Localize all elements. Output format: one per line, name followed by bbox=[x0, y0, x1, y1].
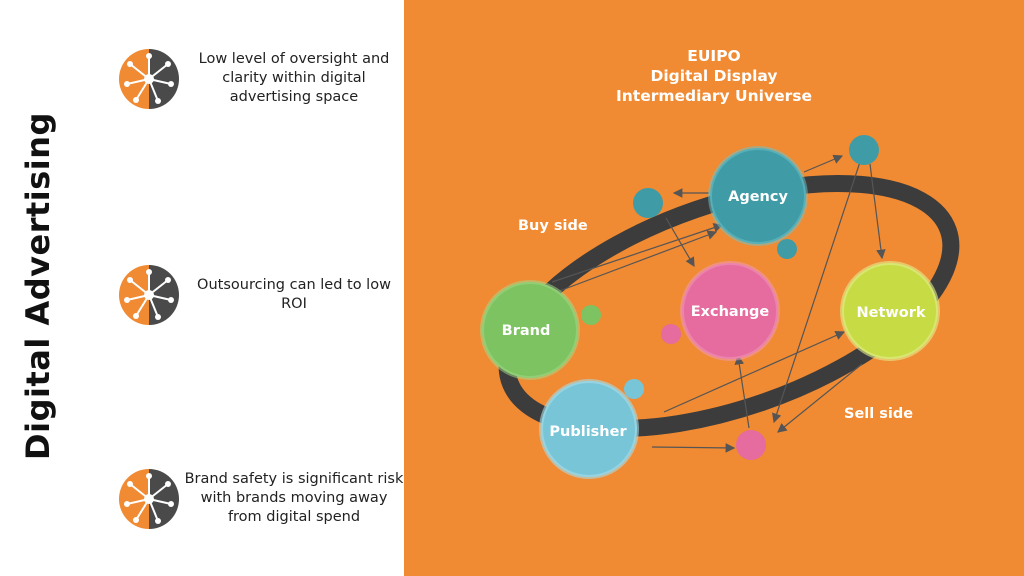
network-node bbox=[840, 261, 940, 361]
diagram-panel: EUIPO Digital Display Intermediary Unive… bbox=[404, 0, 1024, 576]
connector-line bbox=[803, 154, 844, 173]
agency-satellite-node bbox=[633, 188, 663, 218]
brand-satellite-node bbox=[581, 305, 601, 325]
sell-side-label: Sell side bbox=[844, 406, 914, 422]
network-circle-icon bbox=[119, 469, 179, 529]
connector-line bbox=[777, 363, 863, 433]
point-text: Brand safety is significant risk with br… bbox=[184, 471, 404, 525]
publisher-label: Publisher bbox=[549, 424, 627, 440]
network-label: Network bbox=[856, 305, 925, 321]
exchange-label: Exchange bbox=[691, 304, 770, 320]
connector-line bbox=[663, 331, 846, 413]
diagram-title-line-3: Intermediary Universe bbox=[616, 87, 812, 105]
point-item-2: Outsourcing can led to low ROI bbox=[112, 262, 402, 342]
point-item-3: Brand safety is significant risk with br… bbox=[112, 466, 404, 546]
network-circle-icon bbox=[119, 49, 179, 109]
agency-satellite-node bbox=[849, 135, 879, 165]
page-title: Digital Advertising bbox=[19, 112, 57, 460]
brand-node bbox=[480, 280, 580, 380]
exchange-node bbox=[680, 261, 780, 361]
connector-line bbox=[734, 354, 750, 429]
point-text: Outsourcing can led to low ROI bbox=[197, 277, 391, 312]
connector-line bbox=[665, 217, 695, 268]
exchange-satellite-node bbox=[736, 430, 766, 460]
buy-side-label: Buy side bbox=[518, 218, 588, 234]
diagram-title-line-2: Digital Display bbox=[650, 67, 778, 85]
vertical-title: Digital Advertising bbox=[14, 96, 62, 476]
agency-label: Agency bbox=[728, 189, 788, 205]
brand-label: Brand bbox=[502, 323, 551, 339]
agency-node bbox=[708, 146, 808, 246]
ecosystem-ring bbox=[498, 174, 960, 438]
publisher-node bbox=[539, 379, 639, 479]
point-text: Low level of oversight and clarity withi… bbox=[198, 51, 390, 105]
agency-satellite-node bbox=[777, 239, 797, 259]
intermediary-diagram: Agency Brand Exchange Network Publisher bbox=[480, 135, 960, 479]
diagram-title: EUIPO Digital Display Intermediary Unive… bbox=[398, 46, 1024, 106]
connector-line bbox=[651, 443, 736, 453]
point-item-1: Low level of oversight and clarity withi… bbox=[112, 46, 402, 126]
exchange-satellite-node bbox=[661, 324, 681, 344]
connector-line bbox=[772, 161, 861, 424]
network-circle-icon bbox=[119, 265, 179, 325]
diagram-title-line-1: EUIPO bbox=[687, 47, 741, 65]
connector-line bbox=[869, 163, 886, 260]
publisher-satellite-node bbox=[624, 379, 644, 399]
connector-line bbox=[553, 230, 718, 294]
connector-line bbox=[551, 223, 724, 283]
